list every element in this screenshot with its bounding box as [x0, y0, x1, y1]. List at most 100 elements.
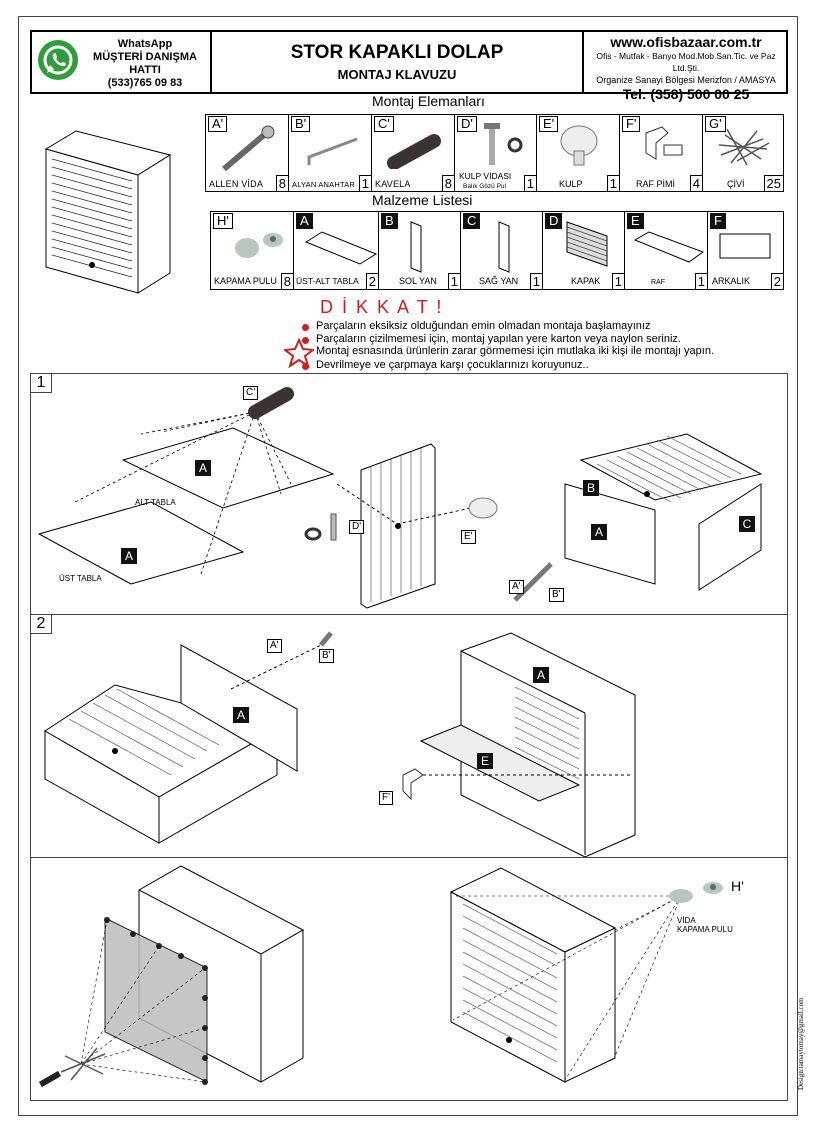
label-a1: A': [509, 580, 524, 594]
item-name: KULP: [559, 179, 583, 189]
allen-screw-icon: [222, 125, 275, 172]
label-a: A: [233, 707, 249, 723]
right-side-icon: [498, 221, 510, 273]
item-name: KAPAMA PULU: [214, 276, 277, 286]
left-side-icon: [410, 221, 422, 273]
material-item: C SAĞ YAN 1: [461, 212, 543, 289]
item-name: ALLEN VİDA: [209, 179, 264, 189]
item-name: RAF: [651, 279, 665, 286]
item-qty: 1: [523, 175, 536, 191]
item-code: C': [374, 116, 394, 132]
material-item: E RAF 1: [625, 212, 708, 289]
material-item: F ARKALIK 2: [708, 212, 783, 289]
alt-tabla-label: ALT TABLA: [135, 498, 176, 507]
item-qty: 8: [441, 175, 454, 191]
item-code: A: [296, 213, 313, 229]
hardware-item: E' KULP 1: [537, 115, 620, 191]
item-name: KAVELA: [375, 179, 411, 189]
material-item: B SOL YAN 1: [379, 212, 461, 289]
back-panel-icon: [719, 233, 771, 259]
company-address: Organize Sanayi Bölgesi Merizfon / AMASY…: [596, 75, 776, 85]
step-1-panel: 1 C' A ALT TABLA A ÜST TABLA D' E' B A C…: [30, 373, 788, 615]
warning-line: Parçaların çizilmemesi için, montaj yapı…: [316, 333, 681, 345]
doc-subtitle: MONTAJ KLAVUZU: [337, 67, 457, 82]
hardware-item: A' ALLEN VİDA 8: [206, 115, 289, 191]
item-code: D: [545, 213, 563, 229]
hardware-item: F' RAF PİMİ 4: [620, 115, 703, 191]
allen-key-icon: [307, 137, 358, 165]
item-code: H': [213, 213, 233, 229]
dowel-icon: [387, 134, 441, 169]
material-item: A ÜST-ALT TABLA 2: [294, 212, 379, 289]
item-code: E': [539, 116, 559, 132]
item-name: SOL YAN: [399, 276, 437, 286]
item-qty: 8: [280, 273, 293, 289]
header-divider: [210, 32, 212, 92]
item-name: RAF PİMİ: [636, 179, 676, 189]
item-code: G': [705, 116, 726, 132]
label-b1: B': [549, 588, 564, 602]
label-a: A: [195, 460, 211, 476]
item-qty: 4: [689, 175, 702, 191]
item-qty: 1: [529, 273, 542, 289]
top-panel-icon: [304, 231, 378, 265]
label-e1: E': [461, 530, 476, 544]
materials-table: H' KAPAMA PULU 8 A ÜST-ALT TABLA 2 B SOL…: [210, 211, 784, 290]
material-item: D KAPAK 1: [543, 212, 625, 289]
item-code: C: [463, 213, 481, 229]
warning-title: D İ K K A T !: [320, 297, 444, 317]
item-code: F': [622, 116, 641, 132]
label-a: A: [121, 548, 137, 564]
hardware-item: C' KAVELA 8: [372, 115, 455, 191]
cover-cap-icon: [235, 233, 283, 258]
hardware-table: A' ALLEN VİDA 8 B' ALYAN ANAHTAR 1 C' KA…: [205, 114, 784, 192]
label-d1: D': [349, 520, 365, 534]
item-qty: 25: [763, 175, 783, 191]
warning-line: Montaj esnasında ürünlerin zarar görmeme…: [316, 345, 715, 357]
item-name: ARKALIK: [712, 276, 751, 286]
header-divider: [582, 32, 584, 92]
designer-credit: Design:tamaytomay@gmail.com: [797, 997, 805, 1090]
label-h1: H': [731, 878, 744, 894]
whatsapp-label: WhatsApp: [117, 38, 173, 50]
item-qty: 1: [358, 175, 371, 191]
nails-icon: [718, 128, 770, 166]
item-qty: 1: [447, 273, 460, 289]
item-name: KAPAK: [571, 276, 601, 286]
page-frame: [18, 16, 798, 1116]
step-3-illustration: [38, 865, 723, 1088]
item-code: B: [381, 213, 398, 229]
item-name: SAĞ YAN: [479, 276, 519, 286]
step-2-panel: 2 A' B' A A E F': [30, 614, 788, 858]
item-name: KULP VİDASI: [459, 171, 512, 181]
step-3-panel: H' VİDA KAPAMA PULU: [30, 857, 788, 1101]
item-qty: 1: [606, 175, 619, 191]
item-code: D': [457, 116, 477, 132]
item-qty: 8: [275, 175, 288, 191]
hotline-phone: (533)765 09 83: [107, 77, 183, 89]
item-name: ALYAN ANAHTAR: [292, 180, 356, 189]
shelf-icon: [633, 231, 705, 263]
header-bar: WhatsApp MÜŞTERİ DANIŞMA HATTI (533)765 …: [30, 30, 788, 102]
title-block: STOR KAPAKLI DOLAP MONTAJ KLAVUZU: [212, 42, 582, 82]
hotline-label: MÜŞTERİ DANIŞMA HATTI: [93, 51, 197, 76]
shutter-door-icon: [566, 221, 608, 267]
label-c1: C': [243, 386, 259, 400]
item-name: ÇİVİ: [727, 179, 745, 189]
bullet-dot: [302, 324, 309, 331]
label-f1: F': [379, 791, 394, 805]
label-c: C: [739, 516, 755, 532]
item-qty: 1: [611, 273, 624, 289]
hotline-block: WhatsApp MÜŞTERİ DANIŞMA HATTI (533)765 …: [80, 38, 210, 90]
step-number: 2: [31, 615, 52, 634]
item-code: A': [208, 116, 228, 132]
ust-tabla-label: ÜST TABLA: [59, 574, 102, 583]
doc-title: STOR KAPAKLI DOLAP: [290, 42, 504, 63]
knob-icon: [560, 125, 598, 166]
hardware-item: B' ALYAN ANAHTAR 1: [289, 115, 372, 191]
step-1-illustration: [37, 387, 763, 609]
website-link[interactable]: www.ofisbazaar.com.tr: [610, 34, 762, 50]
hardware-title: Montaj Elemanları: [372, 93, 485, 109]
item-qty: 2: [770, 273, 783, 289]
label-b1: B': [319, 649, 334, 663]
